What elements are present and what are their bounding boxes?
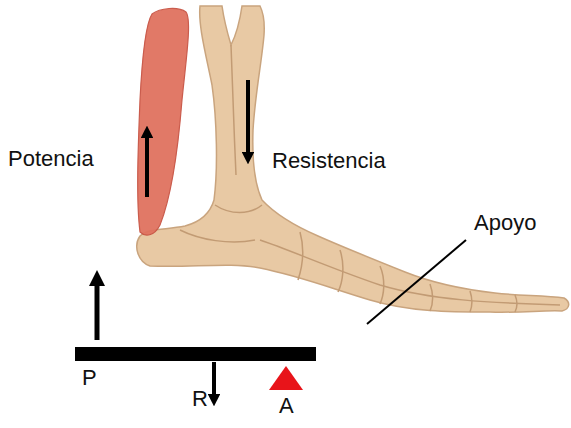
resistencia-arrow (246, 80, 250, 158)
lever-letter: A (279, 395, 294, 417)
bone-joints (180, 45, 560, 312)
leader-line (367, 240, 466, 324)
force-label: Resistencia (272, 150, 386, 172)
calf-muscle (138, 8, 189, 235)
r-arrow (212, 362, 216, 400)
lever-letter: R (192, 388, 208, 410)
p-arrow (95, 278, 100, 340)
fulcrum-label: Apoyo (474, 212, 536, 234)
force-label: Potencia (8, 148, 94, 170)
fulcrum-triangle (269, 366, 303, 390)
lever-letter: P (82, 367, 97, 389)
lever-bar (75, 347, 316, 361)
foot-bones (137, 6, 569, 312)
potencia-arrow (145, 132, 149, 197)
